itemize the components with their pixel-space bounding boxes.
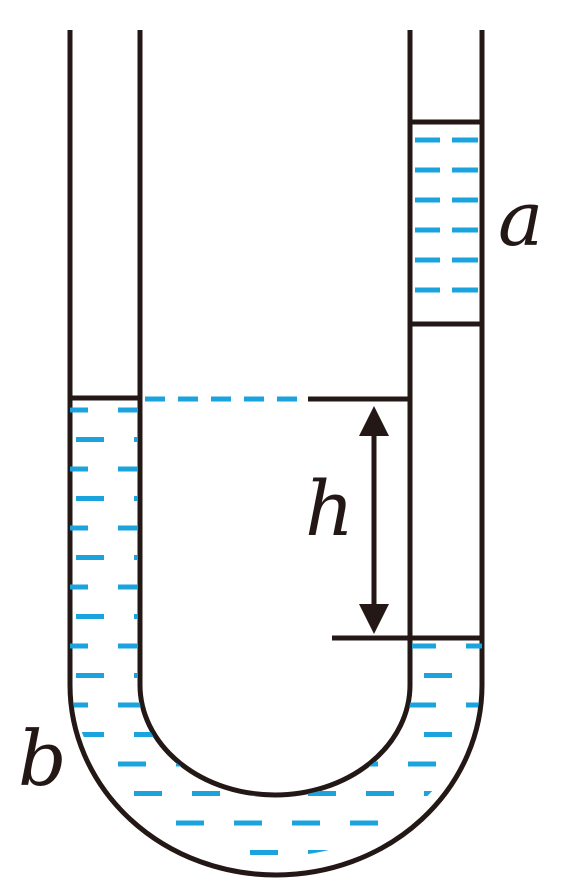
liquid-column-a bbox=[410, 119, 482, 327]
tube-outer-wall bbox=[67, 30, 485, 878]
label-a: a bbox=[498, 174, 543, 263]
u-tube bbox=[67, 30, 485, 878]
label-h: h bbox=[305, 464, 354, 553]
label-b: b bbox=[18, 714, 67, 803]
liquid-a-dashes bbox=[415, 137, 478, 293]
tube-inner-wall bbox=[137, 30, 413, 798]
liquid-column-b bbox=[70, 395, 482, 855]
liquid-b-dashes bbox=[70, 407, 482, 855]
